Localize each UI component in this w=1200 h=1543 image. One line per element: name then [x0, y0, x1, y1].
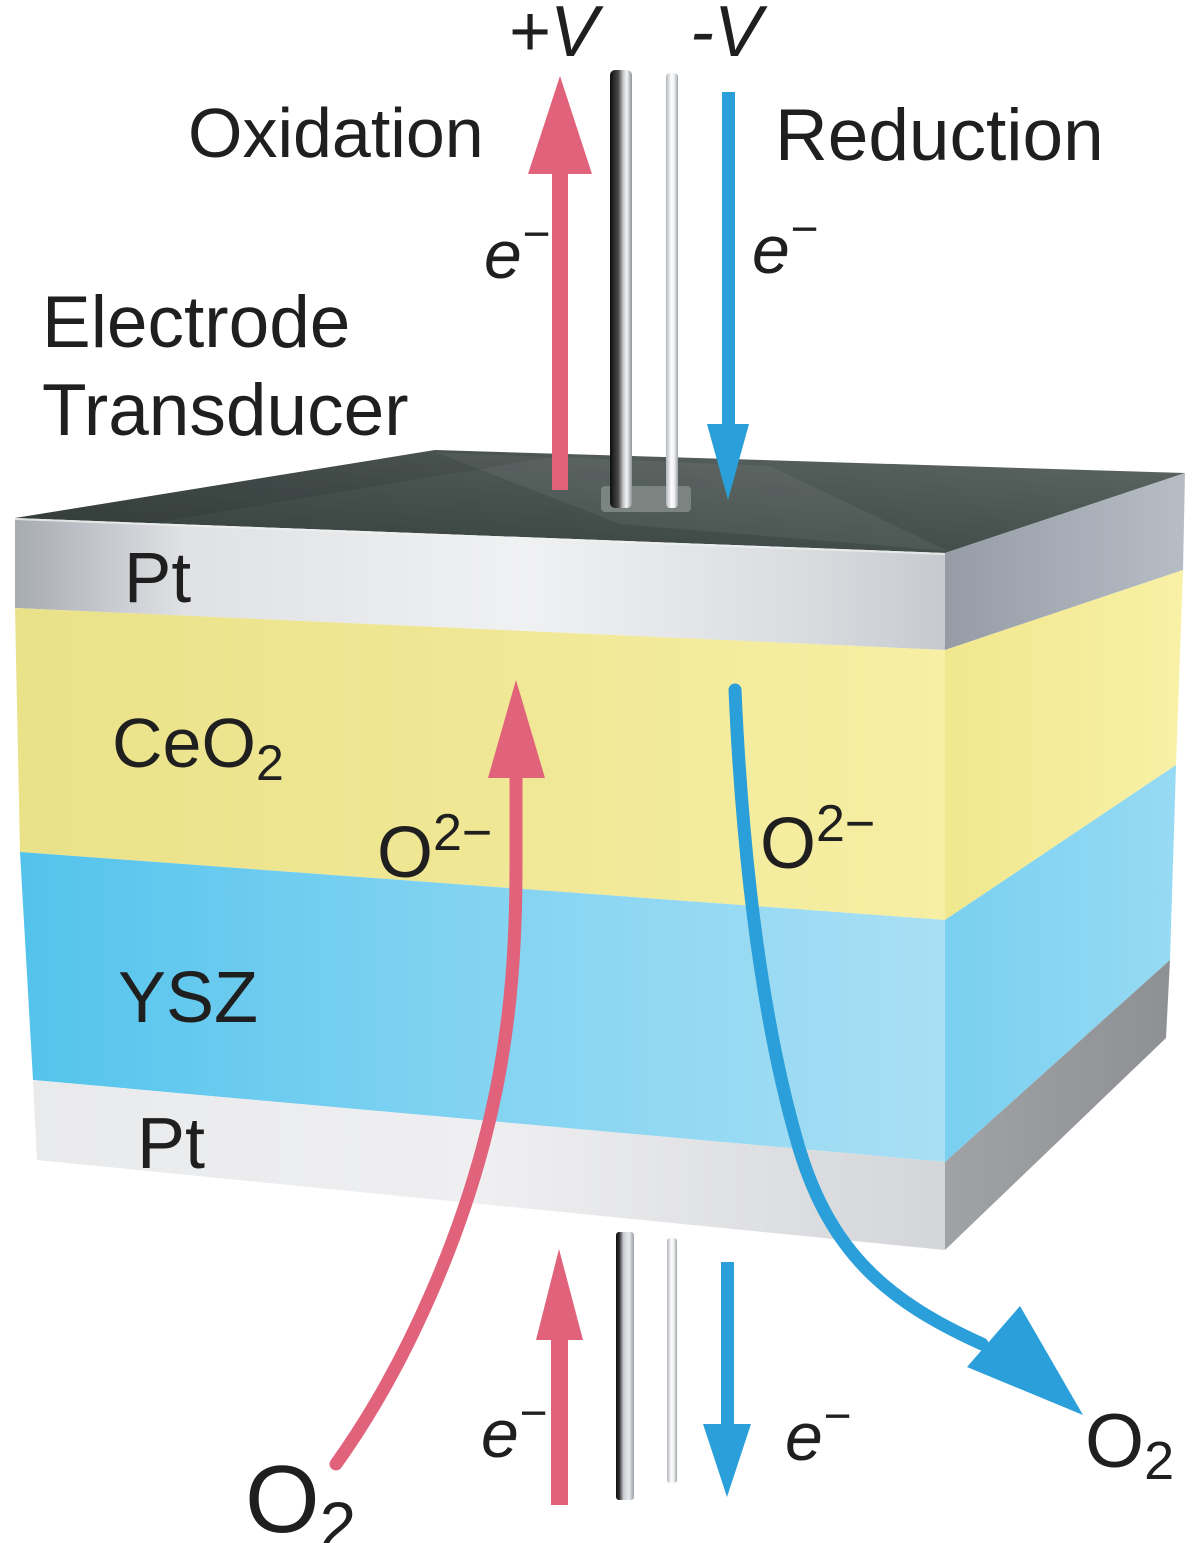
ceo2-formula: CeO — [112, 704, 256, 782]
wire-bottom-right — [667, 1238, 677, 1483]
oxygen-ion-charge: 2− — [816, 795, 875, 853]
oxygen-ion-label-left: O2− — [377, 804, 492, 893]
device-title-line2: Transducer — [42, 370, 409, 451]
wire-top-left — [610, 70, 632, 508]
layer-ceo2-side — [945, 570, 1183, 920]
electron-charge: − — [522, 208, 550, 261]
electron-label-top-left: e− — [484, 208, 550, 293]
oxygen-ion-label-right: O2− — [760, 795, 875, 884]
layer-label-pt-bottom: Pt — [137, 1104, 205, 1184]
reduction-electron-arrow-bottom-head — [703, 1424, 751, 1497]
electron-charge: − — [519, 1387, 547, 1440]
oxidation-ion-path — [329, 763, 523, 1471]
electron-symbol: e — [484, 217, 522, 293]
electron-charge: − — [823, 1390, 851, 1443]
electron-symbol: e — [752, 212, 790, 288]
box-top-face-shade — [15, 450, 560, 525]
oxygen-molecule-label-right: O2 — [1085, 1399, 1174, 1491]
wire-bottom-left — [616, 1232, 634, 1500]
layer-ceo2-front — [15, 608, 945, 920]
ceo2-subscript: 2 — [256, 735, 284, 791]
electron-label-bottom-right: e− — [785, 1390, 851, 1475]
oxygen-symbol: O — [245, 1446, 320, 1543]
oxidation-electron-arrow-bottom-shaft — [551, 1338, 568, 1505]
layer-pt-bottom-front — [33, 1080, 945, 1250]
oxygen-ion-symbol: O — [377, 813, 433, 893]
layer-pt-bottom-side — [945, 960, 1170, 1250]
text-labels: +V -V Oxidation Reduction e− e− Electrod… — [42, 0, 1174, 1543]
electron-symbol: e — [785, 1399, 823, 1475]
layer-ysz-side — [945, 765, 1176, 1162]
reduction-ion-path — [728, 683, 989, 1351]
device-title-line1: Electrode — [42, 282, 350, 363]
ion-path-arrows — [329, 680, 1083, 1471]
reduction-electron-arrow-top-shaft — [722, 92, 735, 426]
layer-label-ysz: YSZ — [118, 958, 258, 1038]
oxygen-ion-charge: 2− — [433, 804, 492, 862]
reduction-label: Reduction — [775, 95, 1104, 176]
layer-label-ceo2: CeO2 — [112, 704, 284, 791]
reduction-ion-arrowhead — [967, 1306, 1083, 1415]
oxidation-ion-arrowhead — [488, 680, 545, 778]
layer-pt-top-front — [15, 518, 945, 650]
oxygen-molecule-label-left: O2 — [245, 1446, 356, 1543]
electron-label-top-right: e− — [752, 203, 818, 288]
box-front-top-edge-highlight — [14, 518, 946, 555]
electron-charge: − — [790, 203, 818, 256]
voltage-positive-label: +V — [508, 0, 604, 72]
electrical-wires — [610, 70, 678, 1500]
reduction-electron-arrow-bottom-shaft — [721, 1262, 734, 1426]
oxidation-label: Oxidation — [188, 94, 484, 172]
oxidation-electron-arrow-top-shaft — [552, 172, 568, 490]
voltage-negative-label: -V — [690, 0, 768, 72]
electron-label-bottom-left: e− — [481, 1387, 547, 1472]
electron-symbol: e — [481, 1396, 519, 1472]
wire-top-right — [666, 73, 678, 508]
reduction-electron-arrow-top-head — [707, 424, 749, 500]
oxidation-electron-arrow-bottom-head — [536, 1249, 583, 1340]
layer-pt-top-side — [945, 473, 1185, 650]
oxygen-ion-symbol: O — [760, 804, 816, 884]
layer-ysz-front — [20, 852, 945, 1162]
electron-flow-arrows — [528, 76, 751, 1505]
oxidation-electron-arrow-top-head — [528, 76, 592, 174]
oxygen-symbol: O — [1085, 1399, 1144, 1484]
device-stack — [14, 450, 1185, 1250]
oxygen-subscript: 2 — [1144, 1431, 1174, 1491]
layer-label-pt-top: Pt — [124, 539, 191, 618]
box-top-face — [15, 450, 1185, 553]
oxygen-subscript: 2 — [320, 1488, 357, 1543]
